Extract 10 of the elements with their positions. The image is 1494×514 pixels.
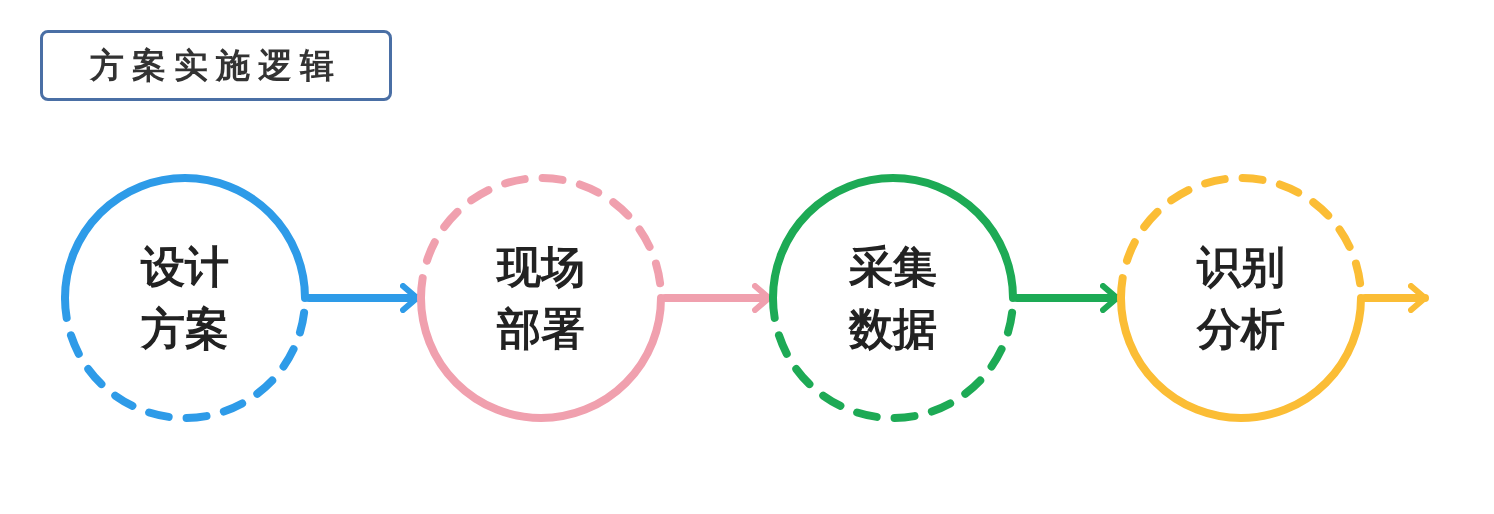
- step-circle: [1117, 174, 1365, 422]
- step-label: 设计方案: [139, 240, 230, 356]
- step-label: 现场部署: [495, 240, 586, 356]
- step-circle: [769, 174, 1017, 422]
- step-circle: [417, 174, 665, 422]
- arrow: [1361, 283, 1429, 313]
- step-label: 采集数据: [847, 240, 938, 356]
- title-banner: 方案实施逻辑: [40, 30, 392, 101]
- step-circle: [61, 174, 309, 422]
- step-label: 识别分析: [1195, 240, 1286, 356]
